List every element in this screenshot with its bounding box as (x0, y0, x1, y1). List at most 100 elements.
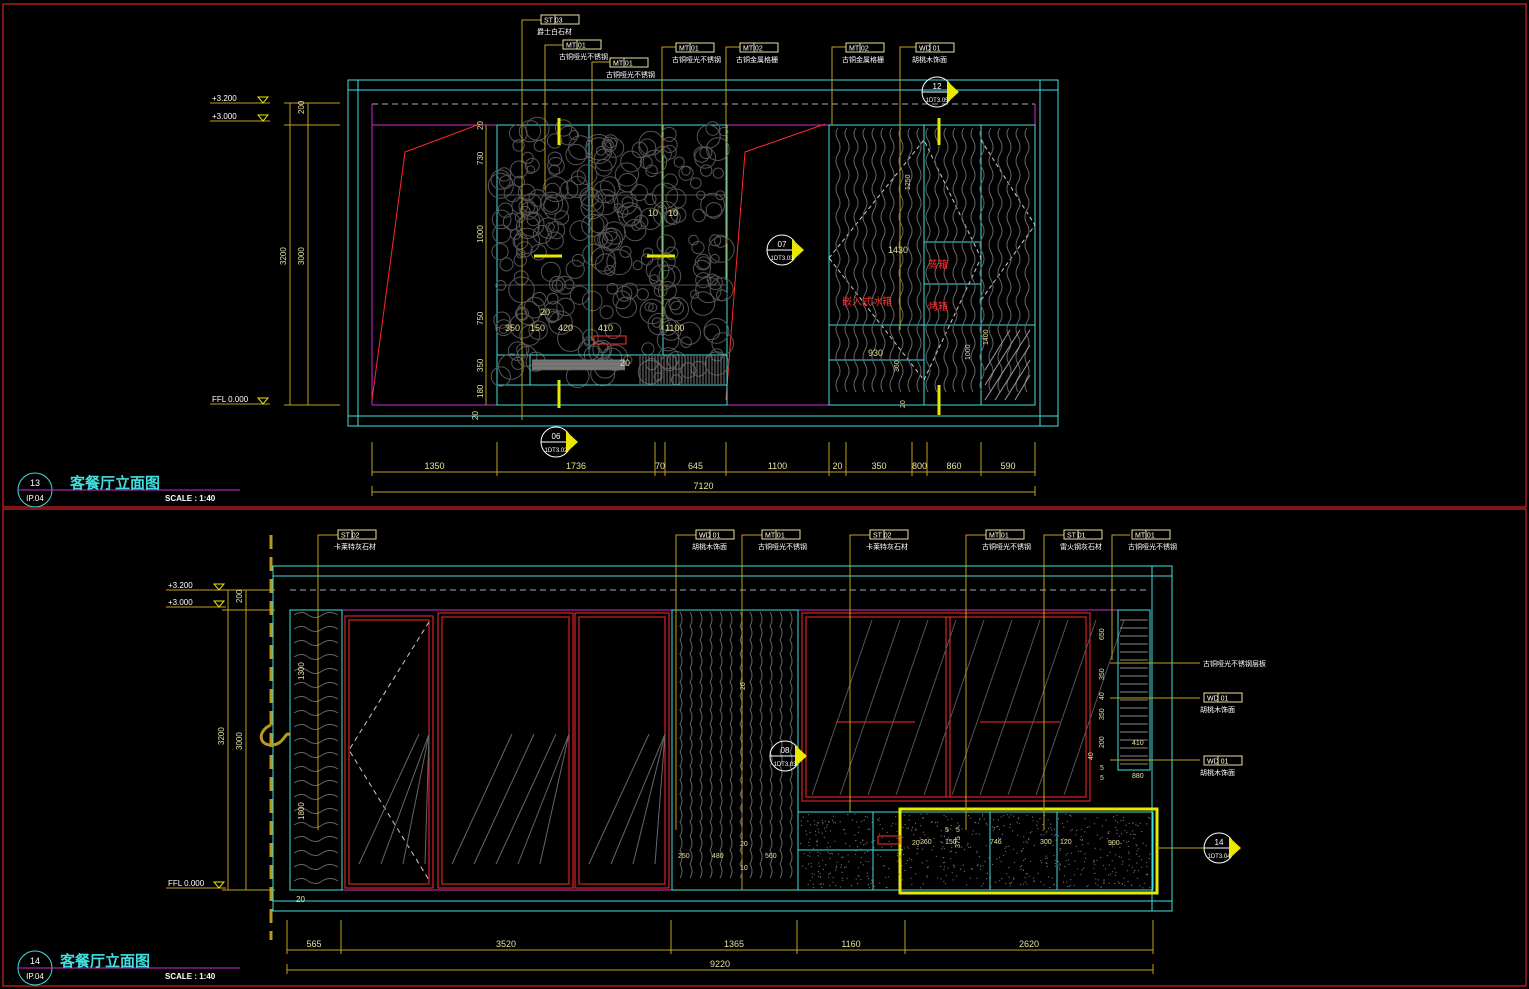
dimension-label: 200 (235, 589, 244, 603)
dimension-label: 20 (540, 307, 550, 317)
material-code: ST 02 (873, 533, 892, 540)
dimension-label: 20 (740, 682, 747, 690)
level-marker: +3.000 (210, 112, 270, 122)
dimension-label: 120 (1060, 839, 1072, 846)
material-code: WD 01 (1207, 696, 1229, 703)
level-marker: FFL 0.000 (210, 395, 270, 405)
dimension-label: 1100 (768, 461, 787, 471)
dimension-label: 10 (668, 208, 678, 218)
section-callout[interactable]: 06 1DT3.02 (540, 426, 578, 458)
callout-number: 06 (552, 432, 561, 441)
dimension-label: 1430 (888, 245, 908, 255)
level-marker: +3.200 (210, 94, 270, 104)
material-code: ST 03 (544, 18, 563, 25)
dimension-label: 360 (894, 360, 901, 372)
material-name: 古铜哑光不锈钢 (672, 55, 721, 64)
dimension-label: 40 (1088, 752, 1095, 760)
dimension-label: 200 (297, 100, 306, 114)
dimension-label: 40 (1099, 692, 1106, 700)
sheet-frame-bottom (2, 508, 1527, 987)
dimension-label: 3200 (279, 247, 288, 265)
dimension-label: 10 (740, 865, 748, 872)
callout-number: 07 (778, 240, 787, 249)
dimension-label: 150 (945, 839, 957, 846)
level-label: +3.000 (212, 112, 237, 121)
dimension-label: 560 (765, 853, 777, 860)
dimension-label: 420 (558, 323, 573, 333)
material-code: MT 01 (613, 61, 633, 68)
wood-cabinet (828, 124, 1036, 406)
dimension-label: 350 (871, 461, 886, 471)
drawing-title: 客餐厅立面图 (59, 952, 150, 970)
dimension-label: 350 (476, 358, 485, 372)
total-dimension: 9220 (710, 959, 730, 969)
callout-ref: 1DT3.03 (770, 256, 794, 262)
level-label: FFL 0.000 (168, 879, 205, 888)
dimension-label: 1250 (905, 174, 912, 190)
total-dimension: 7120 (693, 481, 713, 491)
material-code: ST 02 (341, 533, 360, 540)
bottom-title-block[interactable]: 14 IP.04 客餐厅立面图 SCALE : 1:40 (17, 950, 240, 986)
dimension-label: 800 (912, 461, 927, 471)
dimension-label: 260 (920, 839, 932, 846)
title-number: 14 (30, 956, 40, 966)
material-tag[interactable]: MT 01 古铜哑光不锈钢 (606, 57, 655, 79)
material-name: 古铜金属格栅 (842, 55, 884, 64)
dimension-label: 1365 (724, 939, 744, 949)
dimension-label: 70 (655, 461, 665, 471)
material-code: MT 01 (1135, 533, 1155, 540)
dimension-label: 20 (912, 840, 920, 847)
callout-ref: 1DT3.04 (1207, 854, 1231, 860)
dimension-label: 5 (1100, 765, 1104, 772)
material-tag[interactable]: ST 02 卡莱特灰石材 (334, 529, 377, 551)
material-name: 古铜哑光不锈钢 (559, 52, 608, 61)
sheet-frame-top (2, 3, 1527, 508)
section-callout[interactable]: 07 1DT3.03 (766, 234, 804, 266)
title-ref: IP.04 (26, 494, 44, 503)
material-name: 卡莱特灰石材 (334, 542, 376, 551)
callout-ref: 1DT3.02 (544, 448, 568, 454)
dimension-label: 20 (476, 121, 485, 130)
fridge-label: 嵌入式冰箱 (842, 295, 892, 308)
dimension-label: 1400 (983, 329, 990, 345)
dimension-label: 410 (598, 323, 613, 333)
dimension-label: 3520 (496, 939, 516, 949)
dimension-label: 200 (1099, 736, 1106, 748)
dimension-label: 3000 (297, 247, 306, 265)
dimension-label: 650 (1099, 628, 1106, 640)
dimension-label: 930 (868, 348, 883, 358)
dimension-label: 645 (688, 461, 703, 471)
dimension-label: 1350 (424, 461, 444, 471)
callout-number: 08 (781, 746, 790, 755)
glass-doors (344, 612, 670, 889)
level-label: FFL 0.000 (212, 395, 249, 404)
top-title-block[interactable]: 13 IP.04 客餐厅立面图 SCALE : 1:40 (17, 472, 240, 508)
material-code: MT 01 (989, 533, 1009, 540)
material-name: 古铜哑光不锈钢 (606, 70, 655, 79)
section-callout[interactable]: 14 1DT3.04 (1203, 832, 1241, 864)
lower-cabinet (797, 807, 1159, 895)
dimension-label: 180 (476, 384, 485, 398)
callout-number: 14 (1215, 838, 1224, 847)
dimension-label: 730 (476, 151, 485, 165)
material-code: WD 01 (919, 46, 941, 53)
